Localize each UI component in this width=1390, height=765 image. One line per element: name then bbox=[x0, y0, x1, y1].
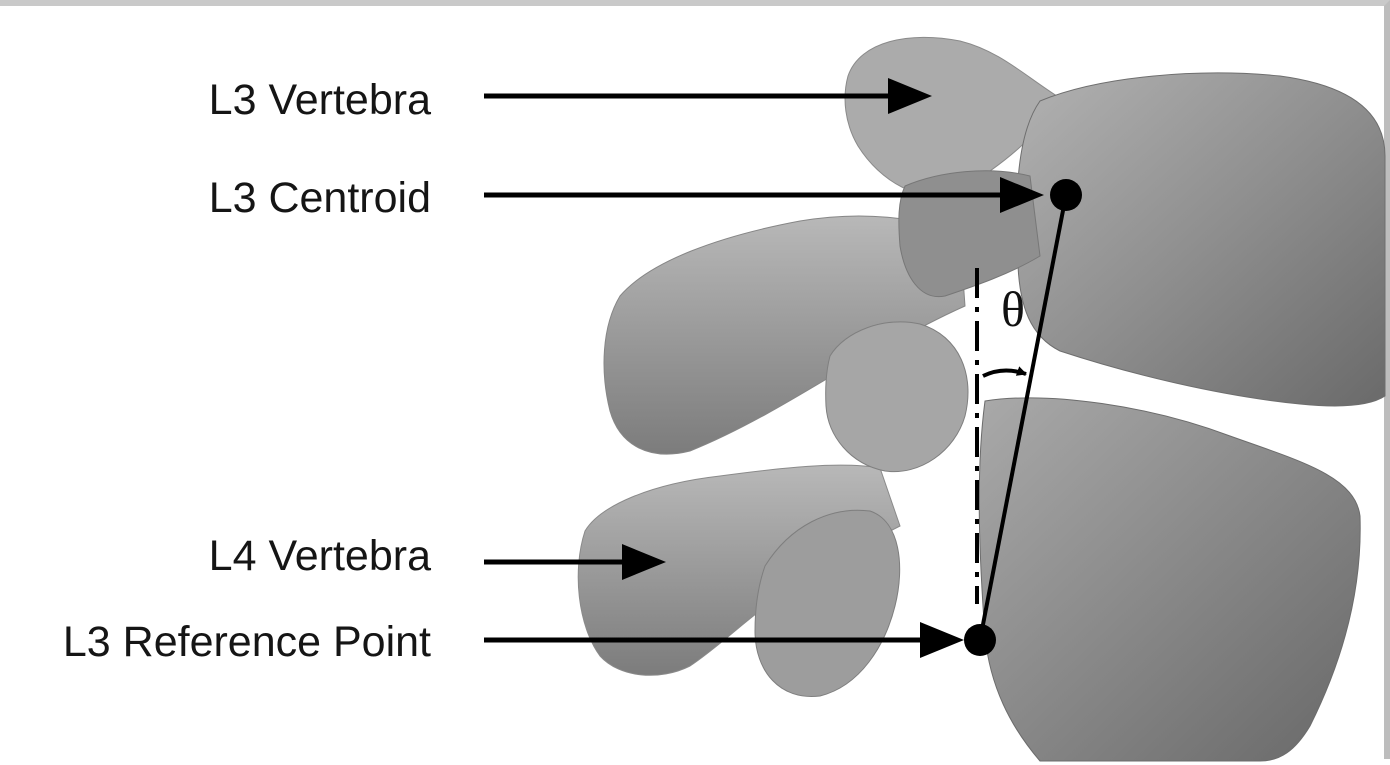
label-l3-vertebra: L3 Vertebra bbox=[209, 79, 431, 122]
label-l3-reference-point: L3 Reference Point bbox=[63, 621, 431, 664]
l3-reference-point-marker bbox=[964, 624, 996, 656]
l4-vertebra-shape bbox=[578, 398, 1360, 761]
angle-theta-label: θ bbox=[1001, 284, 1025, 334]
l3-vertebral-body bbox=[1017, 73, 1385, 406]
angle-arc bbox=[983, 370, 1026, 376]
l3-centroid-point bbox=[1050, 179, 1082, 211]
label-l3-centroid: L3 Centroid bbox=[209, 177, 431, 220]
l3-articular-process bbox=[826, 322, 968, 472]
label-l4-vertebra: L4 Vertebra bbox=[209, 535, 431, 578]
l3-reference-point-arrowhead bbox=[920, 622, 964, 658]
l4-vertebral-body bbox=[979, 398, 1360, 761]
